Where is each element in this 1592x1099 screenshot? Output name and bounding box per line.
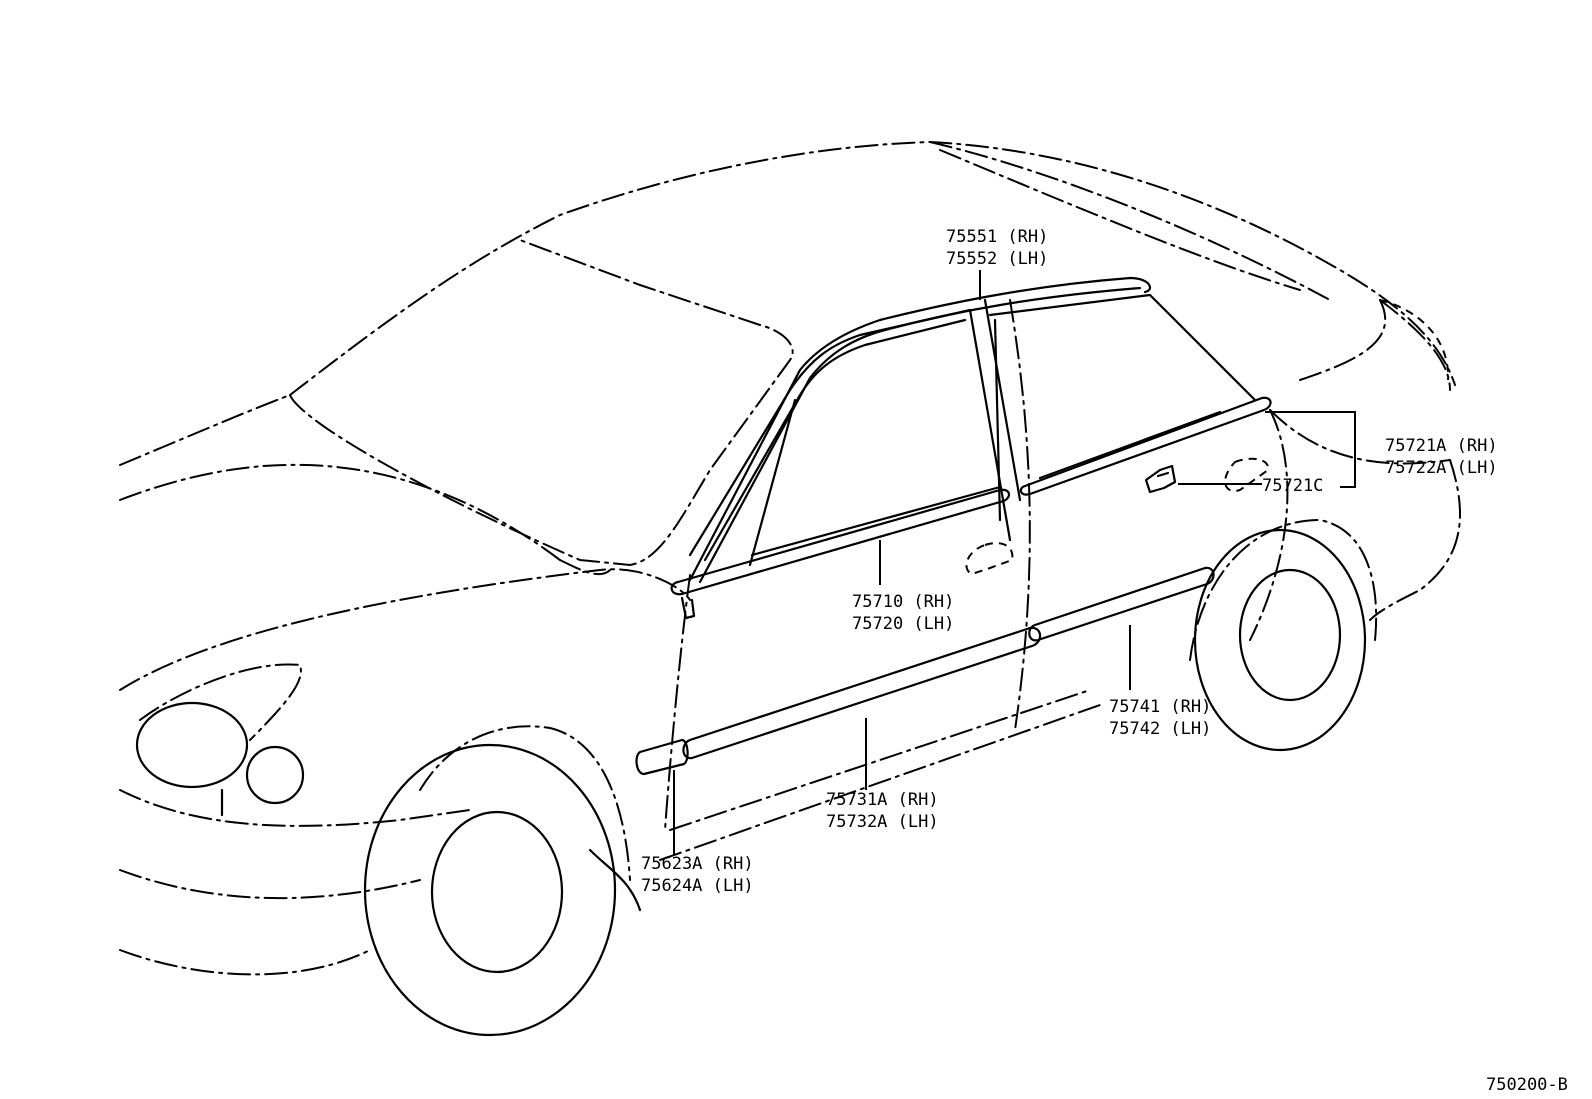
- label-front-side-molding-lh: 75732A (LH): [826, 812, 939, 832]
- label-front-belt-lh: 75720 (LH): [852, 614, 954, 634]
- label-rear-belt-rh: 75721A (RH): [1385, 436, 1498, 456]
- fender-molding: [635, 738, 689, 776]
- car-body-outline: [119, 140, 1461, 1037]
- label-rear-side-molding-lh: 75742 (LH): [1109, 719, 1211, 739]
- rear-belt-clip: [1144, 464, 1177, 494]
- roof-molding: [688, 276, 1152, 584]
- label-front-side-molding-rh: 75731A (RH): [826, 790, 939, 810]
- label-rear-belt-clip: 75721C: [1262, 476, 1323, 496]
- label-rear-side-molding-rh: 75741 (RH): [1109, 697, 1211, 717]
- part-labels: 75551 (RH) 75552 (LH) 75710 (RH) 75720 (…: [641, 227, 1568, 1095]
- front-door-side-molding: [682, 626, 1042, 760]
- label-roof-molding-rh: 75551 (RH): [946, 227, 1048, 247]
- label-fender-molding-rh: 75623A (RH): [641, 854, 754, 874]
- rear-door-side-molding: [1028, 566, 1215, 642]
- diagram-reference-code: 750200-B: [1486, 1075, 1568, 1095]
- front-belt-molding: [670, 485, 1011, 620]
- leader-lines: [673, 270, 1356, 855]
- rear-belt-molding: [1019, 396, 1272, 496]
- label-fender-molding-lh: 75624A (LH): [641, 876, 754, 896]
- label-front-belt-rh: 75710 (RH): [852, 592, 954, 612]
- label-roof-molding-lh: 75552 (LH): [946, 249, 1048, 269]
- label-rear-belt-lh: 75722A (LH): [1385, 458, 1498, 478]
